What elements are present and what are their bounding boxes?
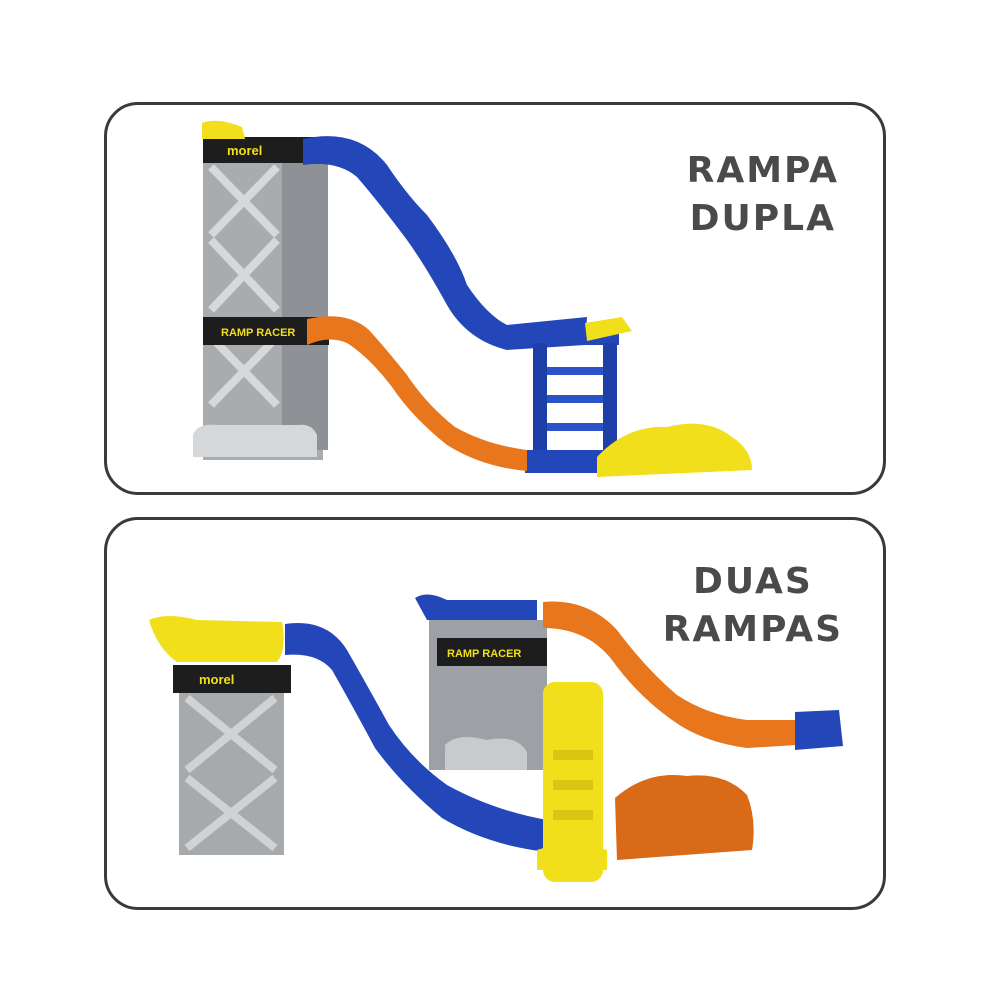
gray-tower-left (179, 690, 284, 855)
blue-track (285, 623, 587, 852)
yellow-start-cup-left (149, 616, 284, 662)
caption-line-1: DUAS (692, 561, 813, 602)
orange-track (307, 316, 527, 471)
blue-start-cup-right (415, 594, 537, 620)
panel-rampa-dupla: morel RAMP RACER RAMPA DUPLA (104, 102, 886, 495)
caption-line-2: DUPLA (689, 198, 836, 239)
blue-track (303, 136, 587, 350)
brand-label-left: morel (199, 672, 234, 687)
caption-line-1: RAMPA (686, 150, 839, 191)
yellow-ladder-tower (537, 682, 607, 882)
caption-rampa-dupla: RAMPA DUPLA (687, 147, 839, 243)
gray-tower (193, 160, 328, 460)
panel-duas-rampas: morel RAMP RACER DUAS RAMPAS (104, 517, 886, 910)
ramp-racer-logo: RAMP RACER (221, 327, 295, 339)
blue-finish-ramp (795, 710, 843, 750)
orange-rock-tunnel (615, 774, 754, 860)
brand-label: morel (227, 143, 262, 158)
toy-illustration-duas-rampas: morel RAMP RACER (149, 594, 843, 882)
yellow-finish-flag (585, 317, 632, 341)
tower-cap-right (437, 638, 547, 666)
caption-duas-rampas: DUAS RAMPAS (663, 558, 843, 654)
yellow-rock-ramp (597, 423, 752, 477)
toy-illustration-rampa-dupla: morel RAMP RACER (193, 120, 752, 477)
yellow-start-cup (202, 120, 245, 139)
caption-line-2: RAMPAS (662, 609, 843, 650)
orange-track (543, 601, 797, 748)
tower-cap-left (173, 665, 291, 693)
ramp-racer-logo-right: RAMP RACER (447, 648, 521, 660)
